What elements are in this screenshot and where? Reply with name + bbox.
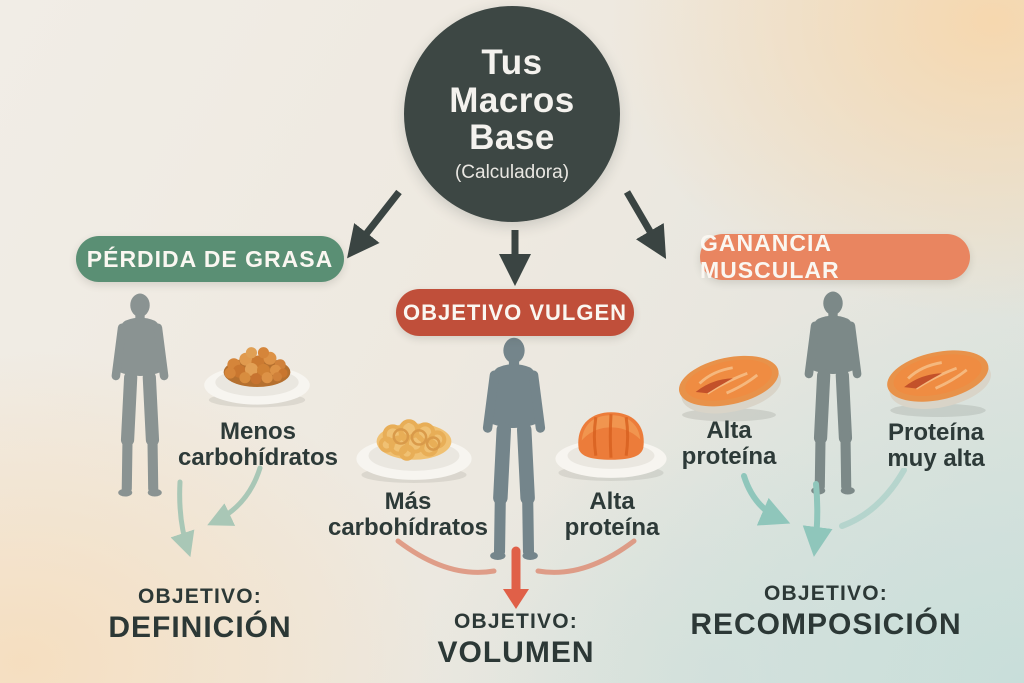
human-silhouette-left — [100, 292, 180, 502]
badge-ganancia-muscular: GANANCIA MUSCULAR — [700, 230, 970, 283]
hub-subtitle: (Calculadora) — [454, 162, 570, 184]
hub-title-line3: Base — [469, 118, 555, 158]
label-proteina-muy-alta: Proteína muy alta — [887, 419, 985, 473]
badge-objetivo-volumen: OBJETIVO VULGEN — [396, 289, 634, 336]
salmon-steak-icon-right — [876, 332, 1000, 422]
hub-title-line1: Tus — [481, 42, 543, 82]
arrow-to-left-branch — [347, 189, 402, 259]
badge-label: OBJETIVO VULGEN — [402, 299, 628, 325]
plate-of-pasta-icon — [346, 392, 482, 488]
badge-label: GANANCIA MUSCULAR — [700, 230, 840, 283]
badge-perdida-de-grasa: PÉRDIDA DE GRASA — [76, 236, 344, 282]
plate-of-legumes-icon — [196, 324, 318, 412]
objective-value: RECOMPOSICIÓN — [690, 608, 962, 641]
objective-recomposicion: OBJETIVO: RECOMPOSICIÓN — [665, 582, 987, 642]
objective-definicion: OBJETIVO: DEFINICIÓN — [55, 585, 345, 645]
plate-of-salmon-fillet-icon — [544, 390, 678, 486]
objective-value: DEFINICIÓN — [108, 611, 292, 644]
objective-value: VOLUMEN — [437, 636, 595, 669]
label-alta-proteina-middle: Alta proteína — [564, 488, 660, 542]
objective-prefix: OBJETIVO: — [138, 585, 262, 608]
objective-prefix: OBJETIVO: — [454, 610, 578, 633]
objective-prefix: OBJETIVO: — [764, 582, 888, 605]
label-alta-proteina-right: Alta proteína — [681, 417, 777, 471]
badge-label: PÉRDIDA DE GRASA — [86, 245, 334, 272]
label-mas-carbohidratos: Más carbohídratos — [327, 488, 489, 542]
arrow-to-right-branch — [623, 190, 667, 259]
label-menos-carbohidratos: Menos carbohídratos — [177, 418, 339, 472]
salmon-steak-icon-left — [668, 338, 790, 426]
hub-circle: Tus Macros Base (Calculadora) — [404, 6, 620, 222]
objective-volumen: OBJETIVO: VOLUMEN — [390, 610, 642, 670]
hub-title-line2: Macros — [449, 80, 575, 120]
